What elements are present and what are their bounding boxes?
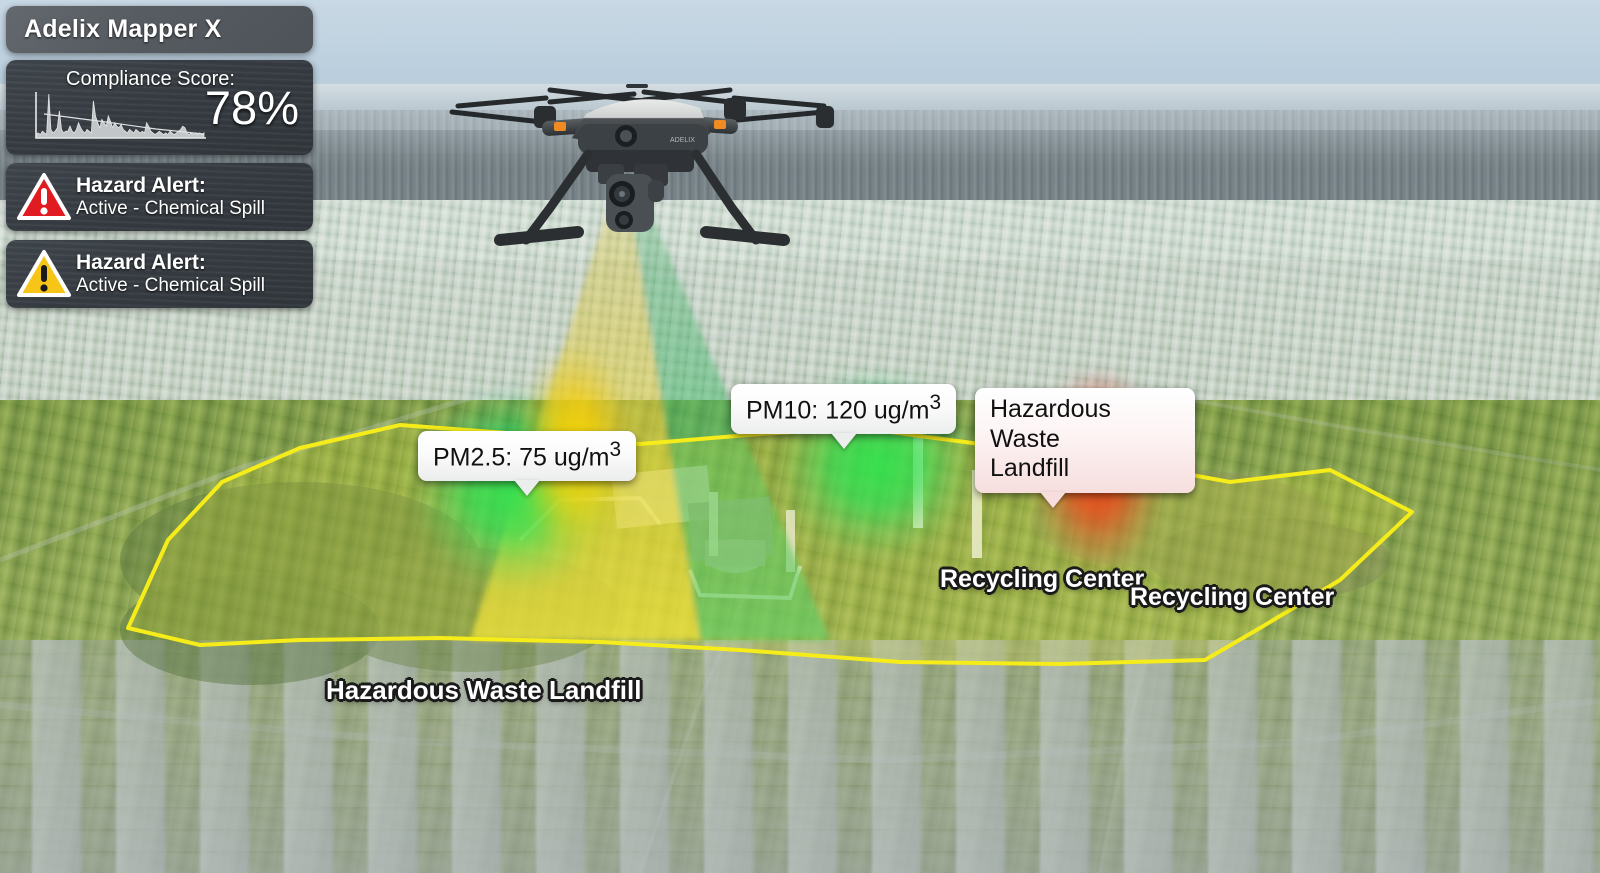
hazard-alert-critical[interactable]: Hazard Alert: Active - Chemical Spill <box>6 163 313 231</box>
warning-triangle-icon <box>17 173 71 220</box>
callout-pm10-text: PM10: 120 ug/m <box>746 396 930 425</box>
compliance-sparkline-chart <box>35 92 206 139</box>
compliance-score-label: Compliance Score: <box>66 68 235 90</box>
warning-triangle-icon <box>17 250 71 297</box>
callout-tail <box>830 433 857 450</box>
callout-pm25-sup: 3 <box>609 438 622 461</box>
survey-drone: ADELIX <box>438 62 838 252</box>
compliance-score-panel: Compliance Score: 78% <box>6 60 313 155</box>
callout-hazardous-waste-landfill[interactable]: Hazardous Waste Landfill <box>975 388 1195 508</box>
callout-pm10-sup: 3 <box>929 391 942 414</box>
alert-title: Hazard Alert: <box>76 250 206 274</box>
callout-tail <box>1040 491 1066 508</box>
alert-status: Active - Chemical Spill <box>76 197 265 219</box>
alert-status: Active - Chemical Spill <box>76 274 265 296</box>
map-label-recycling-center-1: Recycling Center <box>940 565 1145 593</box>
alert-title: Hazard Alert: <box>76 173 206 197</box>
map-label-recycling-center-2: Recycling Center <box>1130 583 1335 611</box>
page-title: Adelix Mapper X <box>24 15 222 43</box>
callout-tail <box>514 480 541 497</box>
callout-line-2: Landfill <box>990 454 1070 482</box>
callout-pm25-text: PM2.5: 75 ug/m <box>433 443 610 472</box>
compliance-score-value: 78% <box>204 81 299 134</box>
app-title-panel: Adelix Mapper X <box>6 6 313 53</box>
svg-text:ADELIX: ADELIX <box>670 137 695 144</box>
callout-line-1: Hazardous Waste <box>990 395 1111 453</box>
map-label-hazardous-waste-landfill: Hazardous Waste Landfill <box>326 675 642 705</box>
callout-pm10[interactable]: PM10: 120 ug/m3 <box>731 384 957 450</box>
callout-pm25[interactable]: PM2.5: 75 ug/m3 <box>418 431 637 497</box>
hazard-alert-warning[interactable]: Hazard Alert: Active - Chemical Spill <box>6 240 313 308</box>
warehouse-district <box>0 640 1600 873</box>
